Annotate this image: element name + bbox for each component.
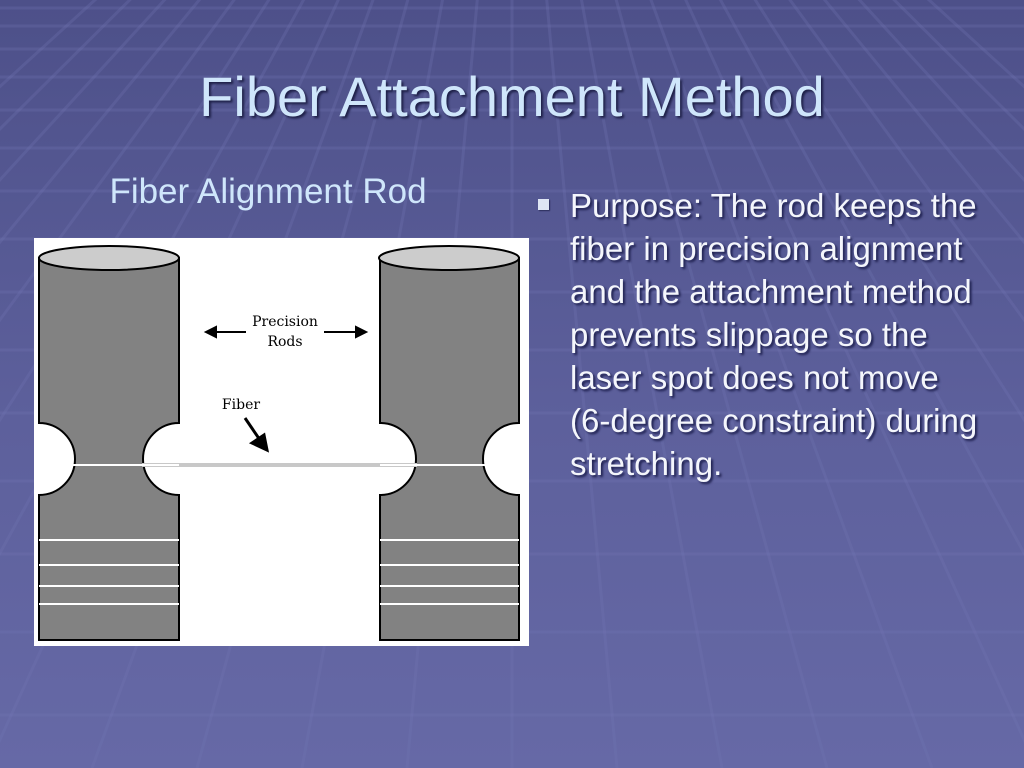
left-precision-rod [38, 257, 180, 641]
fiber-label: Fiber [222, 397, 260, 413]
right-rod-rings [380, 539, 519, 605]
slide-title: Fiber Attachment Method [199, 65, 825, 128]
right-rod-top [378, 245, 520, 271]
left-rod-rings [39, 539, 179, 605]
left-rod-top [38, 245, 180, 271]
double-arrow-icon [203, 325, 369, 339]
fiber-arrow-icon [243, 417, 270, 453]
bullet-text: Purpose: The rod keeps the fiber in prec… [570, 187, 978, 482]
alignment-rod-diagram: Precision Rods Fiber [34, 238, 529, 646]
precision-label: Precision [252, 314, 318, 330]
bullet-list: Purpose: The rod keeps the fiber in prec… [538, 184, 978, 485]
bullet-item: Purpose: The rod keeps the fiber in prec… [538, 184, 978, 485]
right-precision-rod [379, 257, 520, 641]
square-bullet-icon [538, 199, 549, 210]
figure-caption: Fiber Alignment Rod [109, 172, 427, 211]
rods-label: Rods [267, 334, 302, 350]
